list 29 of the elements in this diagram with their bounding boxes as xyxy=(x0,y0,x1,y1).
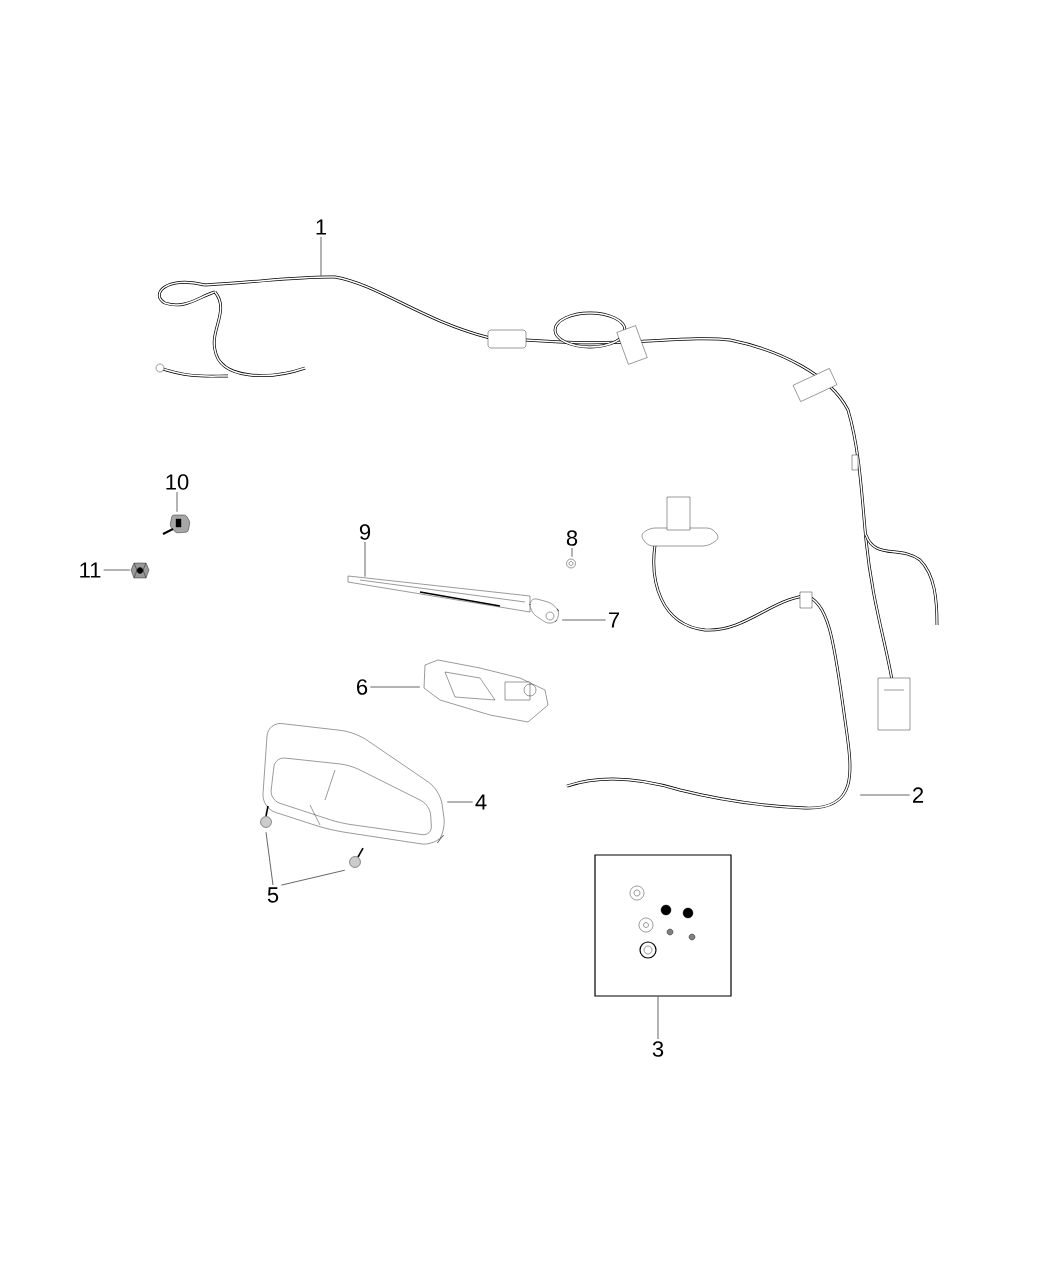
wiring-harness-drawing xyxy=(155,275,939,731)
callout-number: 7 xyxy=(609,612,619,628)
nut-drawing xyxy=(130,562,150,579)
screw-drawing xyxy=(349,847,364,868)
callout-number: 1 xyxy=(316,219,327,235)
housing-drawing xyxy=(262,723,445,845)
leader-line xyxy=(364,541,366,578)
callout-number: 4 xyxy=(475,794,487,810)
nut-drawing xyxy=(566,558,576,569)
parts-kit-box xyxy=(594,854,732,997)
leader-line xyxy=(370,686,421,688)
callout-number: 3 xyxy=(652,1041,664,1057)
leader-line xyxy=(859,794,910,796)
leader-line xyxy=(657,996,659,1040)
leader-line xyxy=(446,801,473,803)
callout-number: 5 xyxy=(267,887,279,903)
leader-line xyxy=(561,619,606,621)
fastener-drawing xyxy=(162,514,190,535)
callout-number: 11 xyxy=(80,562,101,578)
leader-line xyxy=(176,491,178,513)
leader-line xyxy=(320,236,322,277)
leader-line xyxy=(265,831,274,886)
callout-number: 8 xyxy=(566,530,578,546)
callout-number: 2 xyxy=(913,787,924,803)
leader-line xyxy=(281,869,346,886)
leader-line xyxy=(571,547,573,558)
leader-line xyxy=(103,569,131,571)
screw-drawing xyxy=(260,805,272,828)
wiring-harness-drawing xyxy=(566,496,852,810)
